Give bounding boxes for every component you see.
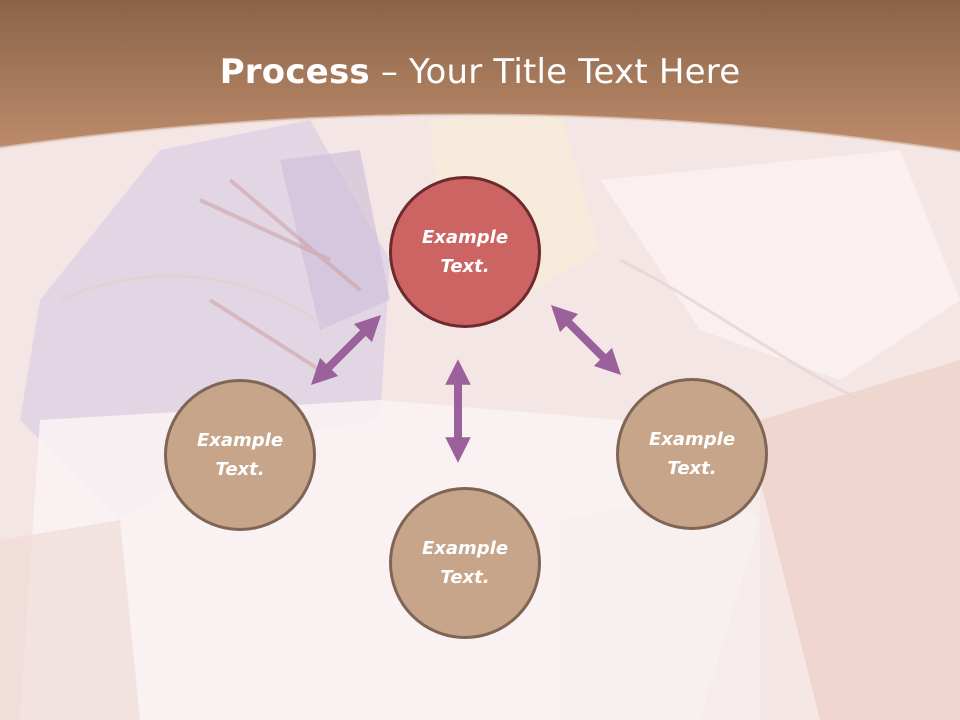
title-bold: Process bbox=[219, 52, 370, 92]
slide-title: Process – Your Title Text Here bbox=[0, 52, 960, 92]
node-right-text: Example Text. bbox=[648, 429, 736, 479]
arrow-top-left bbox=[310, 314, 382, 386]
node-top-text: Example Text. bbox=[421, 227, 509, 277]
node-bottom: Example Text. bbox=[389, 487, 541, 639]
node-left: Example Text. bbox=[164, 379, 316, 531]
title-rest: – Your Title Text Here bbox=[369, 52, 741, 92]
node-top: Example Text. bbox=[389, 176, 541, 328]
node-right: Example Text. bbox=[616, 378, 768, 530]
node-left-text: Example Text. bbox=[196, 430, 284, 480]
arrow-top-right bbox=[550, 304, 622, 376]
node-bottom-text: Example Text. bbox=[421, 538, 509, 588]
